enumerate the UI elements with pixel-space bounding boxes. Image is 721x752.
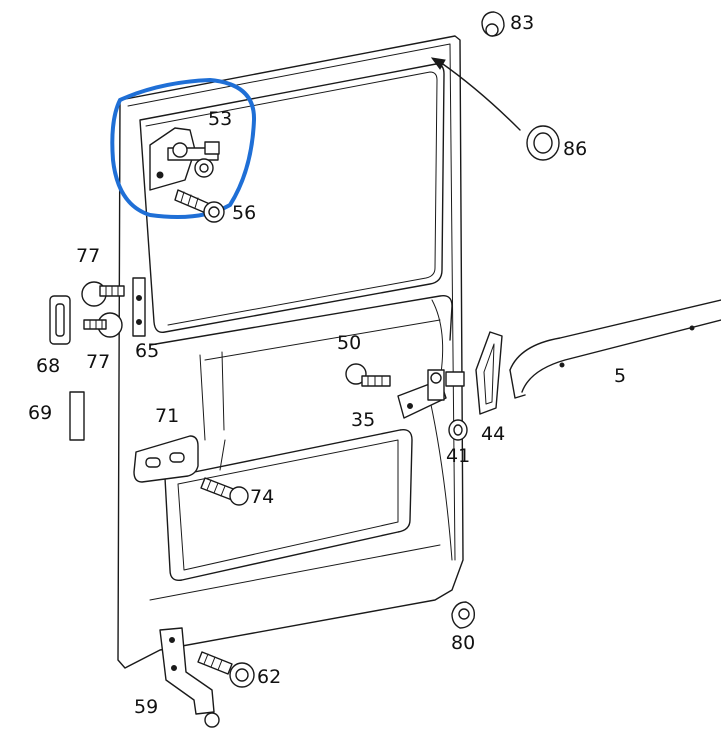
- part-74-screw: [200, 477, 249, 506]
- part-53-upper-roller: [149, 127, 220, 191]
- part-62-screw: [197, 651, 255, 688]
- callout-50: 50: [337, 332, 361, 354]
- callout-77-lower: 77: [86, 351, 110, 373]
- callout-35: 35: [351, 409, 375, 431]
- callout-71: 71: [155, 405, 179, 427]
- callout-5: 5: [614, 365, 626, 387]
- callout-74: 74: [250, 486, 274, 508]
- part-77-upper-bolt: [81, 281, 125, 307]
- callout-53: 53: [208, 108, 232, 130]
- callout-41: 41: [446, 445, 470, 467]
- part-5-rail: [509, 299, 721, 399]
- part-86-grommet: [526, 125, 560, 161]
- part-68-plate: [49, 295, 71, 345]
- callout-69: 69: [28, 402, 52, 424]
- highlight-circle: [110, 77, 257, 220]
- part-69-block: [69, 391, 85, 441]
- callout-62: 62: [257, 666, 281, 688]
- callout-59: 59: [134, 696, 158, 718]
- callout-83: 83: [510, 12, 534, 34]
- part-83-clip: [481, 11, 505, 37]
- callout-77-upper: 77: [76, 245, 100, 267]
- part-35-hinge: [397, 369, 465, 419]
- part-65-striker: [132, 277, 146, 337]
- part-80-clip: [451, 601, 476, 629]
- callout-56: 56: [232, 202, 256, 224]
- callout-80: 80: [451, 632, 475, 654]
- part-44-plate: [475, 331, 503, 415]
- callout-68: 68: [36, 355, 60, 377]
- part-77-lower-bolt: [83, 312, 123, 338]
- callout-44: 44: [481, 423, 505, 445]
- callout-65: 65: [135, 340, 159, 362]
- part-50-bolt: [345, 363, 391, 387]
- callout-86: 86: [563, 138, 587, 160]
- part-59-lower-bracket: [159, 627, 220, 728]
- part-71-handle-plate: [133, 435, 199, 483]
- part-56-screw: [174, 189, 225, 223]
- callout-labels: 83 53 86 56 77 77 65 68 50 5 69 71 35 44…: [28, 12, 626, 718]
- part-41-washer: [448, 419, 468, 441]
